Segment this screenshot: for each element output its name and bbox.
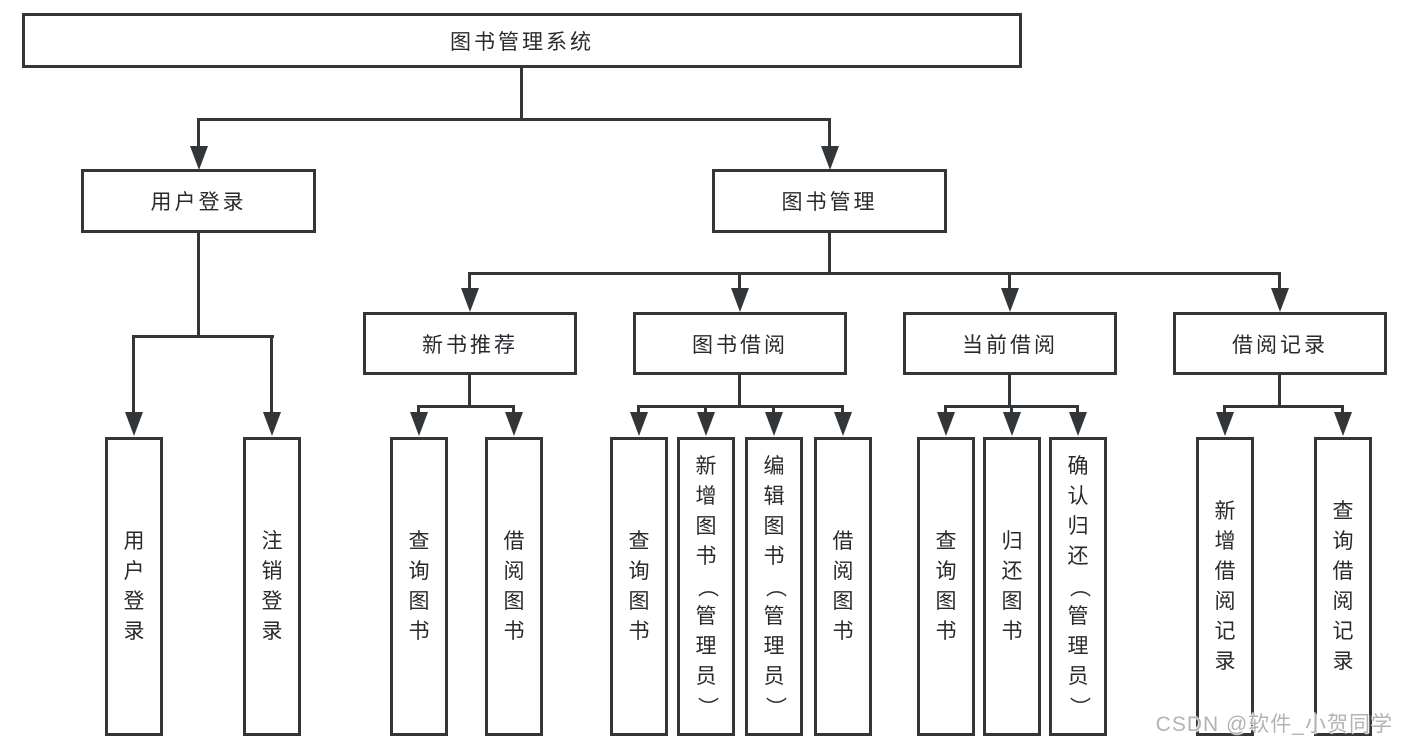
leaf-current-query-books: 查询图书 [917,437,975,736]
connector-stem [520,68,523,121]
leaf-records-query-record: 查询借阅记录 [1314,437,1372,736]
arrowhead-down-icon [410,412,428,436]
arrowhead-down-icon [1069,412,1087,436]
connector-drop [1076,408,1079,414]
connector-drop [1278,275,1281,291]
node-library-system: 图书管理系统 [22,13,1022,68]
leaf-recommend-query-books: 查询图书 [390,437,448,736]
leaf-borrow-borrow-books: 借阅图书 [814,437,872,736]
leaf-logout: 注销登录 [243,437,301,736]
arrowhead-down-icon [731,288,749,312]
leaf-borrow-edit-books-admin: 编辑图书（管理员） [745,437,803,736]
connector-drop [841,408,844,414]
arrowhead-down-icon [937,412,955,436]
connector-drop [197,121,200,150]
connector-drop [1010,408,1013,414]
connector-stem [468,375,471,408]
arrowhead-down-icon [834,412,852,436]
node-book-management: 图书管理 [712,169,947,233]
arrowhead-down-icon [630,412,648,436]
arrowhead-down-icon [1001,288,1019,312]
arrowhead-down-icon [697,412,715,436]
connector-drop [1008,275,1011,291]
leaf-user-login: 用户登录 [105,437,163,736]
leaf-borrow-add-books-admin: 新增图书（管理员） [677,437,735,736]
connector-bar [417,405,515,408]
connector-drop [828,121,831,150]
connector-drop [270,338,273,414]
arrowhead-down-icon [1334,412,1352,436]
connector-stem [1278,375,1281,408]
arrowhead-down-icon [125,412,143,436]
arrowhead-down-icon [461,288,479,312]
connector-bar [1223,405,1344,408]
arrowhead-down-icon [1271,288,1289,312]
arrowhead-down-icon [1216,412,1234,436]
connector-stem [738,375,741,408]
connector-bar [197,118,831,121]
connector-drop [132,338,135,414]
connector-drop [512,408,515,414]
connector-drop [1223,408,1226,414]
arrowhead-down-icon [821,146,839,170]
node-user-login: 用户登录 [81,169,316,233]
leaf-current-return-books: 归还图书 [983,437,1041,736]
connector-drop [772,408,775,414]
connector-stem [197,233,200,338]
leaf-borrow-query-books: 查询图书 [610,437,668,736]
connector-bar [944,405,1079,408]
connector-drop [738,275,741,291]
node-book-borrow: 图书借阅 [633,312,847,375]
leaf-current-confirm-return-admin: 确认归还（管理员） [1049,437,1107,736]
leaf-records-add-record: 新增借阅记录 [1196,437,1254,736]
leaf-recommend-borrow-books: 借阅图书 [485,437,543,736]
connector-drop [417,408,420,414]
connector-drop [944,408,947,414]
connector-stem [828,233,831,275]
connector-drop [704,408,707,414]
connector-drop [468,275,471,291]
node-borrow-records: 借阅记录 [1173,312,1387,375]
arrowhead-down-icon [190,146,208,170]
connector-bar [132,335,274,338]
csdn-watermark: CSDN @软件_小贺同学 [1155,713,1393,736]
connector-drop [1341,408,1344,414]
connector-bar [468,272,1281,275]
connector-drop [637,408,640,414]
arrowhead-down-icon [765,412,783,436]
node-current-borrow: 当前借阅 [903,312,1117,375]
arrowhead-down-icon [505,412,523,436]
arrowhead-down-icon [263,412,281,436]
arrowhead-down-icon [1003,412,1021,436]
connector-stem [1008,375,1011,408]
node-new-book-recommend: 新书推荐 [363,312,577,375]
connector-bar [637,405,844,408]
